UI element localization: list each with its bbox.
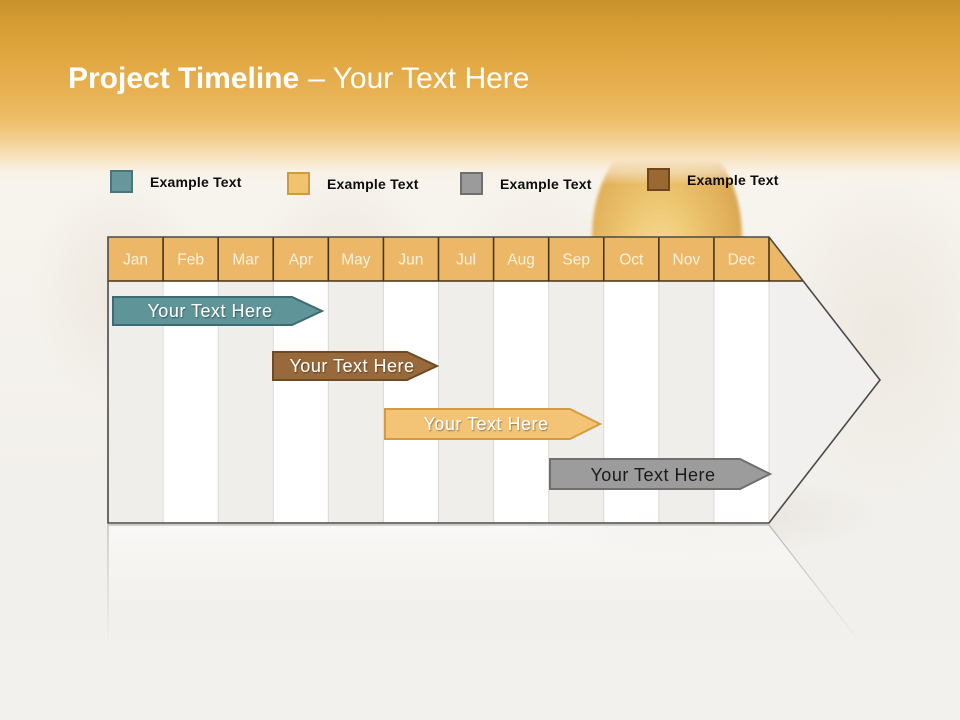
slide-title-main: Project Timeline xyxy=(68,62,300,95)
legend-label: Example Text xyxy=(687,171,779,188)
slide-title[interactable]: Project Timeline– Your Text Here xyxy=(68,62,529,96)
teal-swatch-icon xyxy=(110,170,133,193)
slide-header-band xyxy=(0,0,960,185)
task-bar-gray[interactable]: Your Text Here xyxy=(549,458,773,490)
task-bar-teal[interactable]: Your Text Here xyxy=(112,296,325,326)
task-bar-gold[interactable]: Your Text Here xyxy=(384,408,603,440)
legend-item-teal[interactable]: Example Text xyxy=(110,170,242,193)
slide-title-placeholder: – Your Text Here xyxy=(308,62,530,95)
gold-swatch-icon xyxy=(287,172,310,195)
brown-swatch-icon xyxy=(647,168,670,191)
month-column xyxy=(328,281,384,523)
legend-label: Example Text xyxy=(327,175,419,192)
month-header-separators xyxy=(108,237,880,282)
month-label-jan[interactable]: Jan xyxy=(123,252,148,269)
legend-label: Example Text xyxy=(150,173,242,190)
month-label-apr[interactable]: Apr xyxy=(289,252,313,269)
task-bar-brown[interactable]: Your Text Here xyxy=(272,351,440,381)
task-bar-label: Your Text Here xyxy=(289,356,414,376)
task-bar-label: Your Text Here xyxy=(423,414,548,434)
month-header-row: Jan Feb Mar Apr May Jun Jul Aug Sep Oct … xyxy=(123,252,755,269)
month-label-aug[interactable]: Aug xyxy=(507,252,535,269)
month-label-feb[interactable]: Feb xyxy=(177,252,204,269)
month-column xyxy=(383,281,439,523)
legend-label: Example Text xyxy=(500,175,592,192)
month-label-dec[interactable]: Dec xyxy=(728,252,756,269)
month-column xyxy=(493,281,549,523)
month-label-jun[interactable]: Jun xyxy=(398,252,423,269)
legend-item-gold[interactable]: Example Text xyxy=(287,172,419,195)
legend-item-brown[interactable]: Example Text xyxy=(647,168,779,191)
legend-item-gray[interactable]: Example Text xyxy=(460,172,592,195)
task-bar-label: Your Text Here xyxy=(147,301,272,321)
arrow-reflection xyxy=(107,524,881,720)
timeline-arrow-outline[interactable] xyxy=(107,236,882,524)
month-column xyxy=(438,281,494,523)
gray-swatch-icon xyxy=(460,172,483,195)
month-label-mar[interactable]: Mar xyxy=(232,252,259,269)
month-label-may[interactable]: May xyxy=(341,252,371,269)
month-label-nov[interactable]: Nov xyxy=(673,252,701,269)
month-label-jul[interactable]: Jul xyxy=(456,252,476,269)
month-label-oct[interactable]: Oct xyxy=(619,252,644,269)
task-bar-label: Your Text Here xyxy=(590,465,715,485)
month-label-sep[interactable]: Sep xyxy=(562,252,590,269)
